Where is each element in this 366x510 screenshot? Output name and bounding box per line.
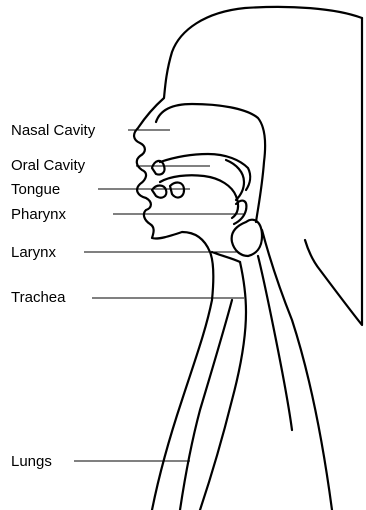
label-tongue: Tongue <box>11 181 60 198</box>
lower-teeth <box>152 186 166 198</box>
esophagus-outline <box>258 256 292 430</box>
label-oral-cavity: Oral Cavity <box>11 157 86 174</box>
larynx-outline <box>232 220 262 256</box>
label-trachea: Trachea <box>11 289 66 306</box>
label-larynx: Larynx <box>11 244 57 261</box>
tongue-tip <box>170 183 184 198</box>
throat-front-outline <box>212 252 240 262</box>
nasal-cavity-outline <box>156 104 265 222</box>
lungs-outline <box>180 300 232 510</box>
label-pharynx: Pharynx <box>11 206 67 223</box>
back-of-head-outline <box>305 18 362 325</box>
label-lungs: Lungs <box>11 453 52 470</box>
label-nasal-cavity: Nasal Cavity <box>11 122 96 139</box>
head-outline <box>134 7 362 510</box>
upper-teeth <box>152 161 165 175</box>
tongue-outline <box>160 175 238 218</box>
